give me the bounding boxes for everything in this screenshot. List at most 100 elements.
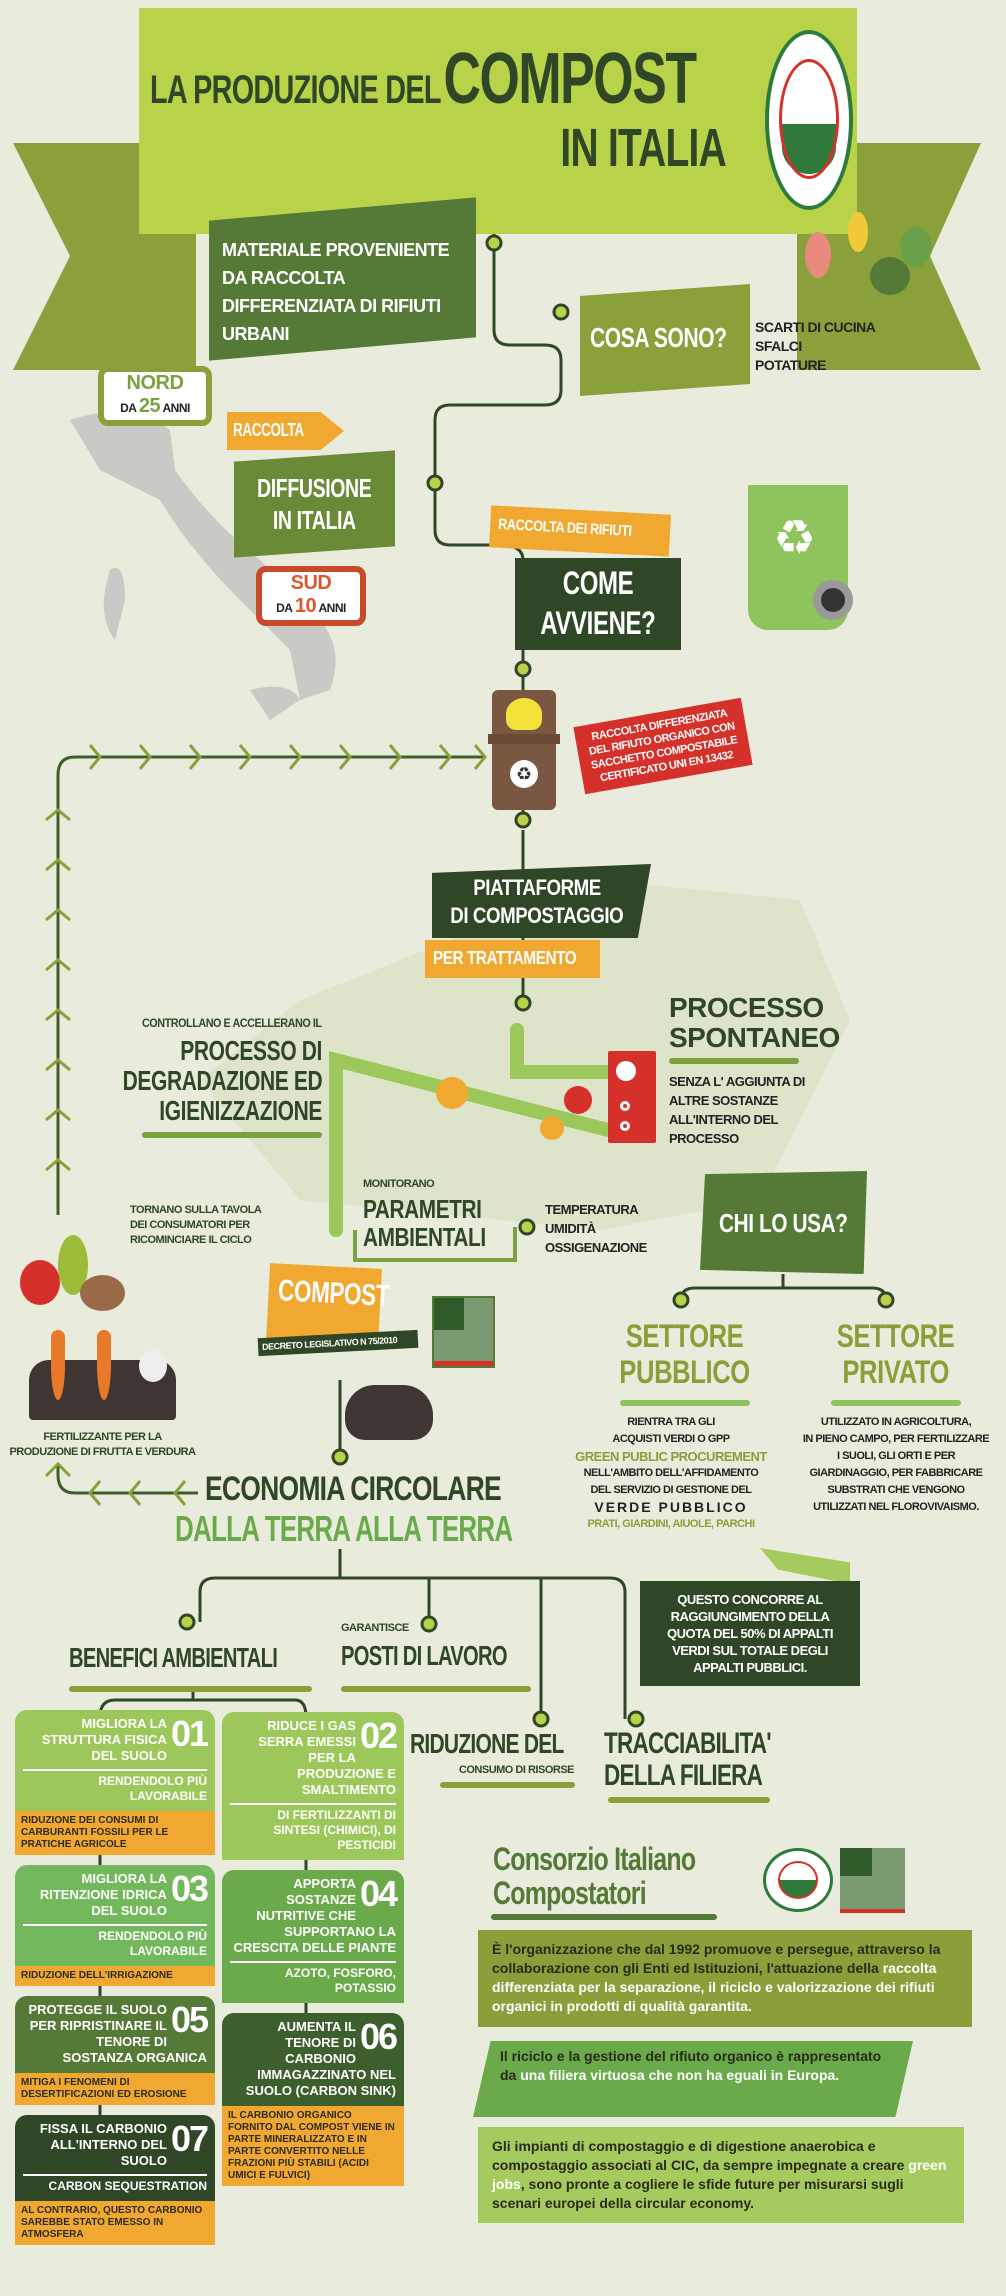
tracciabilita-title: TRACCIABILITA' xyxy=(604,1727,772,1760)
chi-pubblico-l2: ACQUISTI VERDI O GPP xyxy=(612,1433,730,1445)
verde-pubblico: VERDE PUBBLICO xyxy=(594,1499,748,1515)
underline xyxy=(669,1058,799,1064)
chi-pubblico-prati: PRATI, GIARDINI, AIUOLE, PARCHI xyxy=(587,1518,755,1530)
benefici-title: BENEFICI AMBIENTALI xyxy=(69,1642,278,1673)
diffusione-nord-da: DA xyxy=(120,401,137,415)
spontaneo-title: PROCESSO xyxy=(669,992,824,1023)
cosa-item: POTATURE xyxy=(755,357,826,373)
diffusione-sud-label: SUD xyxy=(290,572,332,594)
chi-privato-text-2: I SUOLI, GLI ORTI E PER xyxy=(836,1450,956,1462)
diffusione-sud-anni: ANNI xyxy=(318,601,347,615)
benefici-cards-0-title: MIGLIORA LA STRUTTURA FISICA DEL SUOLO xyxy=(41,1716,167,1763)
sud-pin: SUD DA 10 ANNI xyxy=(256,566,366,626)
benefit-note-07: AL CONTRARIO, QUESTO CARBONIO SAREBBE ST… xyxy=(15,2201,215,2245)
chi-privato-text-3: GIARDINAGGIO, PER FABBRICARE xyxy=(809,1467,983,1479)
consorzio-p3a: Gli impianti di compostaggio e di digest… xyxy=(492,2138,909,2173)
process-spontaneo-text-3: PROCESSO xyxy=(669,1131,739,1146)
benefici-cards-2-title: MIGLIORA LA RITENZIONE IDRICA DEL SUOLO xyxy=(39,1871,167,1918)
benefici-cards-1-num: 02 xyxy=(359,1715,398,1756)
raccolta-tag xyxy=(227,412,344,450)
banana-icon xyxy=(506,698,542,730)
benefici-cards-2-sub: RENDENDOLO PIÙ LAVORABILE xyxy=(23,1924,207,1959)
title-line1: LA PRODUZIONE DEL xyxy=(150,68,441,112)
cycle-tornano-1: DEI CONSUMATORI PER xyxy=(130,1219,250,1231)
cic-logo xyxy=(765,30,853,210)
cosa-title: COSA SONO? xyxy=(590,322,727,353)
consumo-text: CONSUMO DI RISORSE xyxy=(458,1764,575,1776)
benefici-cards-1-title: RIDUCE I GAS SERRA EMESSI PER LA PRODUZI… xyxy=(258,1718,396,1797)
fertilizzante-text: FERTILIZZANTE PER LA xyxy=(43,1431,162,1443)
spontaneo-text: SENZA L' AGGIUNTA DI xyxy=(669,1074,805,1089)
process-area-background xyxy=(200,880,850,1230)
parametri-title-line2: AMBIENTALI xyxy=(363,1222,486,1252)
compost-quality-logo-small xyxy=(840,1848,905,1913)
privato-title: SETTORE xyxy=(837,1318,955,1354)
arrow-chevrons xyxy=(44,744,487,1506)
benefici-cards-4-num: 05 xyxy=(170,1999,209,2040)
benefit-note-06: IL CARBONIO ORGANICO FORNITO DAL COMPOST… xyxy=(222,2106,404,2186)
compost-pile-illustration xyxy=(345,1385,433,1440)
italy-map xyxy=(70,412,336,720)
degradazione-title-line2: DEGRADAZIONE ED xyxy=(122,1065,322,1096)
piattaforme-banner xyxy=(432,864,651,938)
param-item: UMIDITÀ xyxy=(545,1221,596,1236)
diffusione-title: DIFFUSIONE xyxy=(257,473,372,503)
chi-privato-text-4: SUBSTRATI CHE VENGONO xyxy=(827,1484,965,1496)
piattaforme-title-line2: DI COMPOSTAGGIO xyxy=(450,903,624,928)
consorzio-p1b: raccolta differenziata per la separazion… xyxy=(492,1960,937,2014)
tornano-text: TORNANO SULLA TAVOLA xyxy=(130,1204,262,1216)
pipe xyxy=(329,1023,615,1237)
diffusione-nord-num: 25 xyxy=(138,395,161,417)
flow-node xyxy=(178,234,895,1728)
underline xyxy=(341,1686,531,1692)
param-item: TEMPERATURA xyxy=(545,1202,639,1217)
come-title-line2: AVVIENE? xyxy=(540,605,656,641)
degradazione-title: PROCESSO DI xyxy=(180,1035,322,1066)
title-banner xyxy=(139,8,857,234)
chi-privato-text-1: IN PIENO CAMPO, PER FERTILIZZARE xyxy=(802,1433,990,1445)
benefici-cards-3-sub: AZOTO, FOSFORO, POTASSIO xyxy=(230,1961,396,1996)
garantisce-text: GARANTISCE xyxy=(341,1622,409,1634)
benefit-note-01: RIDUZIONE DEI CONSUMI DI CARBURANTI FOSS… xyxy=(15,1811,215,1855)
gear-icon xyxy=(436,1077,564,1140)
brown-bin-icon: ♻ xyxy=(488,690,560,810)
benefici-cards-2-num: 03 xyxy=(170,1868,209,1909)
benefici-cards-4-title: PROTEGGE IL SUOLO PER RIPRISTINARE IL TE… xyxy=(28,2002,208,2065)
degradazione-title-line3: IGIENIZZAZIONE xyxy=(159,1095,322,1126)
benefici-cards-5-title: AUMENTA IL TENORE DI CARBONIO IMMAGAZZIN… xyxy=(245,2019,396,2098)
pubblico-title: SETTORE xyxy=(626,1318,744,1354)
benefici-cards-3-title: APPORTA SOSTANZE NUTRITIVE CHE SUPPORTAN… xyxy=(233,1876,396,1955)
diffusione-sud-da: DA xyxy=(276,601,293,615)
soil-vegetables-illustration xyxy=(29,1330,176,1420)
riduzione-title: RIDUZIONE DEL xyxy=(410,1728,564,1759)
consorzio-box-2-background xyxy=(473,2041,913,2117)
posti-title: POSTI DI LAVORO xyxy=(341,1640,508,1671)
diffusione-sud-num: 10 xyxy=(294,595,317,617)
benefici-cards-6-sub: CARBON SEQUESTRATION xyxy=(23,2174,207,2194)
quota-banner: QUESTO CONCORRE AL RAGGIUNGIMENTO DELLA … xyxy=(640,1581,860,1686)
chi-pubblico-l3: NELL'AMBITO DELL'AFFIDAMENTO xyxy=(583,1467,759,1479)
consorzio-p1a: È l'organizzazione che dal 1992 promuove… xyxy=(492,1941,941,1976)
per-trattamento-label: PER TRATTAMENTO xyxy=(433,948,577,968)
benefit-note-05: MITIGA I FENOMENI DI DESERTIFICAZIONI ED… xyxy=(15,2073,215,2105)
benefici-cards-6-num: 07 xyxy=(170,2118,209,2159)
underline xyxy=(440,1782,575,1788)
process-spontaneo-text-2: ALL'INTERNO DEL xyxy=(669,1112,778,1127)
pubblico-title-line2: PUBBLICO xyxy=(619,1354,751,1390)
chi-banner xyxy=(700,1171,867,1274)
benefici-cards-0-sub: RENDENDOLO PIÙ LAVORABILE xyxy=(23,1769,207,1804)
consorzio-box-1: È l'organizzazione che dal 1992 promuove… xyxy=(478,1930,972,2027)
title-line2: IN ITALIA xyxy=(560,118,726,178)
underline xyxy=(142,1132,322,1138)
recycle-icon: ♻ xyxy=(510,760,538,788)
cosa-item: SCARTI DI CUCINA xyxy=(755,319,876,335)
consorzio-p2b: una filiera virtuosa che non ha eguali i… xyxy=(520,2067,840,2083)
compost-machine-icon xyxy=(608,1051,656,1143)
process-spontaneo-text-1: ALTRE SOSTANZE xyxy=(669,1093,778,1108)
leaves-illustration xyxy=(800,212,935,302)
recycle-icon: ♻ xyxy=(773,512,817,565)
